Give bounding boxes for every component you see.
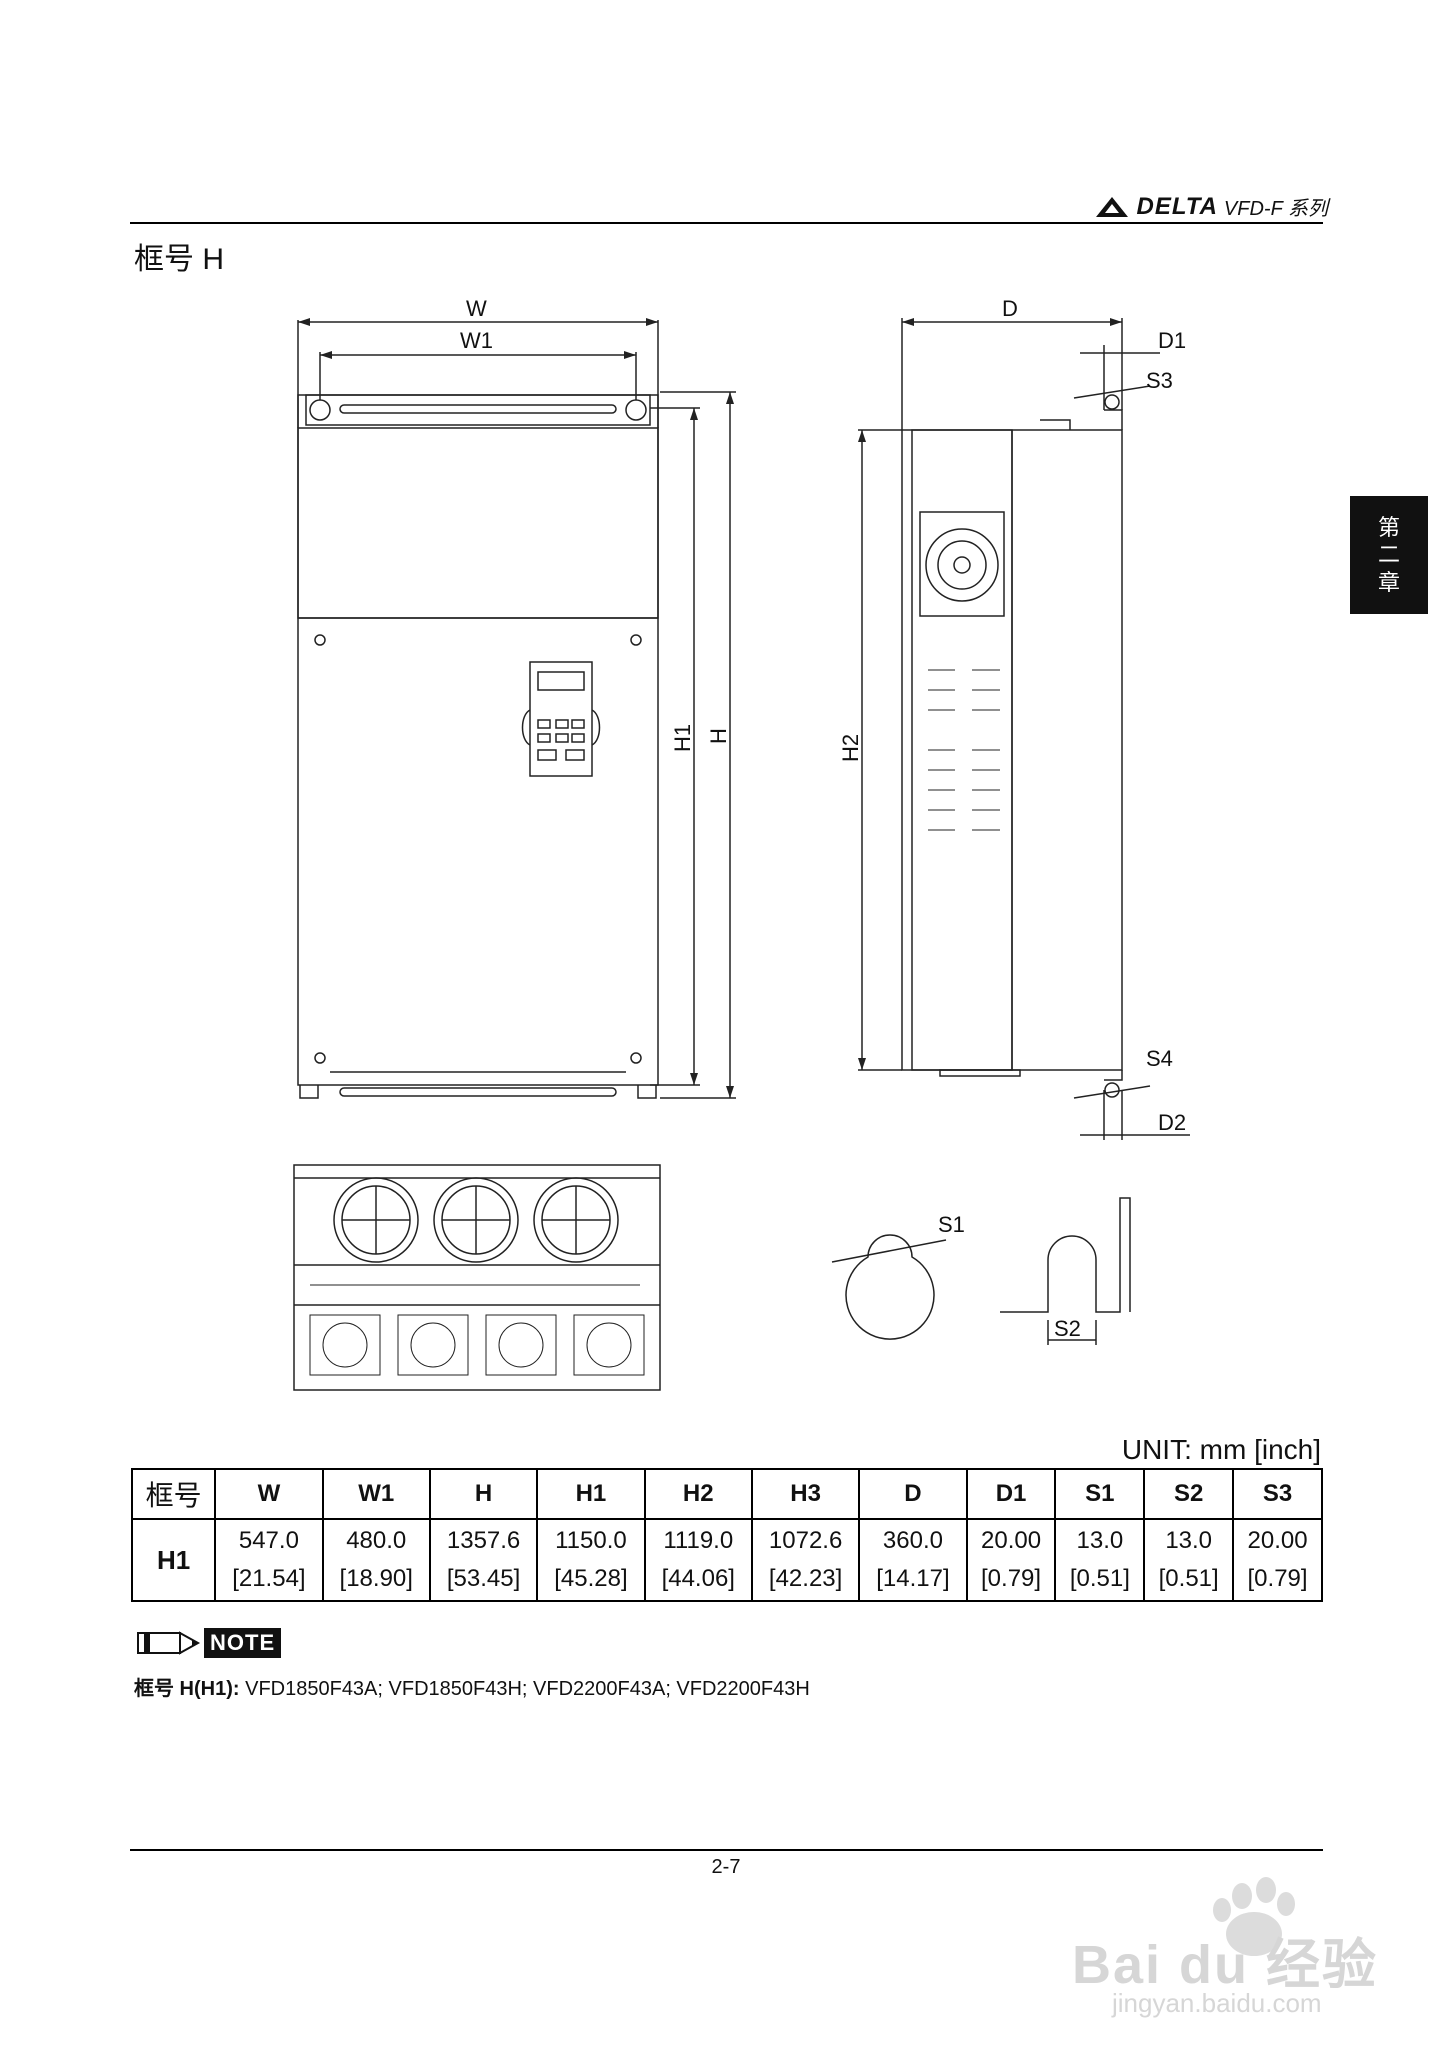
pencil-icon — [137, 1631, 201, 1655]
page-number: 2-7 — [711, 1856, 741, 1878]
value-inch: [0.79] — [1247, 1565, 1308, 1592]
table-cell: 1150.0 [45.28] — [536, 1518, 646, 1602]
value-inch: [53.45] — [446, 1565, 521, 1592]
table-cell: 20.00 [0.79] — [1232, 1518, 1323, 1602]
table-header: H — [428, 1468, 539, 1520]
table-cell: 1357.6 [53.45] — [428, 1518, 539, 1602]
value-inch: [0.51] — [1158, 1565, 1219, 1592]
table-cell: 480.0 [18.90] — [321, 1518, 431, 1602]
value-inch: [0.51] — [1069, 1565, 1130, 1592]
table-header: H3 — [750, 1468, 861, 1520]
value-mm: 1119.0 — [663, 1527, 734, 1554]
chapter-tab[interactable]: 第 二 章 — [1350, 496, 1428, 614]
dim-label-w: W — [466, 296, 487, 321]
side-view — [901, 394, 1123, 1098]
value-mm: 13.0 — [1076, 1527, 1124, 1554]
table-header: D — [858, 1468, 968, 1520]
table-header: S1 — [1054, 1468, 1146, 1520]
value-mm: 480.0 — [346, 1527, 407, 1554]
table-cell: 20.00 [0.79] — [965, 1518, 1057, 1602]
table-header-row: 框号 W W1 H H1 H2 H3 D D1 S1 S2 S3 — [130, 1468, 1323, 1520]
dim-label-h: H — [706, 728, 731, 744]
value-mm: 13.0 — [1165, 1527, 1213, 1554]
value-inch: [0.79] — [981, 1565, 1042, 1592]
table-header: S2 — [1143, 1468, 1235, 1520]
table-cell: 13.0 [0.51] — [1143, 1518, 1235, 1602]
dim-label-w1: W1 — [460, 328, 493, 353]
value-mm: 20.00 — [981, 1527, 1042, 1554]
dim-label-d: D — [1002, 296, 1018, 321]
table-cell: 1072.6 [42.23] — [750, 1518, 861, 1602]
dim-label-h2: H2 — [838, 734, 863, 762]
table-cell: 13.0 [0.51] — [1054, 1518, 1146, 1602]
table-header: 框号 — [130, 1468, 217, 1520]
table-header: H2 — [643, 1468, 753, 1520]
table-cell: 547.0 [21.54] — [214, 1518, 324, 1602]
bottom-view — [293, 1164, 661, 1391]
s2-detail — [1000, 1197, 1131, 1345]
value-inch: [45.28] — [554, 1565, 628, 1592]
value-inch: [21.54] — [232, 1565, 306, 1592]
note-frame-label: 框号 H(H1): — [134, 1678, 240, 1700]
chapter-tab-char: 二 — [1377, 542, 1400, 568]
value-mm: 547.0 — [238, 1527, 299, 1554]
dim-label-s1: S1 — [938, 1212, 965, 1237]
dim-label-d1: D1 — [1158, 328, 1186, 353]
value-mm: 1357.6 — [446, 1527, 521, 1554]
table-header: W — [214, 1468, 324, 1520]
table-header: D1 — [965, 1468, 1057, 1520]
dim-label-h1: H1 — [670, 724, 695, 752]
watermark-url: jingyan.baidu.com — [1112, 1988, 1322, 2018]
table-cell: 1119.0 [44.06] — [643, 1518, 753, 1602]
value-mm: 1072.6 — [768, 1527, 843, 1554]
value-mm: 360.0 — [882, 1527, 943, 1554]
chapter-tab-char: 第 — [1377, 514, 1400, 540]
frame-title: 框号 H — [134, 243, 224, 276]
value-inch: [42.23] — [768, 1565, 843, 1592]
header-rule — [130, 222, 1323, 224]
note-text: 框号 H(H1): VFD1850F43A; VFD1850F43H; VFD2… — [134, 1672, 810, 1701]
dim-label-s3: S3 — [1146, 368, 1173, 393]
dimension-drawing: W W1 H1 H D D1 S3 H2 S4 D2 S1 S2 — [293, 296, 1190, 1391]
chapter-tab-char: 章 — [1377, 569, 1400, 595]
note-badge: NOTE — [136, 1627, 282, 1659]
table-header: H1 — [536, 1468, 646, 1520]
footer-rule — [130, 1849, 1323, 1851]
watermark-brand: Bai du 经验 — [1072, 1935, 1379, 1995]
dim-label-s2: S2 — [1054, 1316, 1081, 1341]
unit-label: UNIT: mm [inch] — [1121, 1434, 1321, 1465]
value-mm: 20.00 — [1247, 1527, 1308, 1554]
value-inch: [18.90] — [339, 1565, 413, 1592]
brand-header: DELTA VFD-F 系列 — [1094, 192, 1328, 221]
delta-triangle-icon — [1096, 196, 1129, 217]
paw-logo-icon — [1213, 1877, 1295, 1956]
brand-name: DELTA — [1136, 192, 1218, 220]
series-label: VFD-F 系列 — [1223, 198, 1328, 220]
note-models: VFD1850F43A; VFD1850F43H; VFD2200F43A; V… — [239, 1678, 810, 1700]
front-view — [297, 394, 659, 1099]
value-inch: [14.17] — [876, 1565, 950, 1592]
dimension-table: 框号 W W1 H H1 H2 H3 D D1 S1 S2 S3 H1 547.… — [130, 1468, 1323, 1602]
table-header: S3 — [1232, 1468, 1323, 1520]
value-inch: [44.06] — [661, 1565, 735, 1592]
keypad-buttons — [537, 719, 585, 761]
baidu-watermark: Bai du 经验 jingyan.baidu.com — [1072, 1860, 1412, 2020]
table-model-cell: H1 — [130, 1518, 217, 1602]
table-header: W1 — [321, 1468, 431, 1520]
value-mm: 1150.0 — [555, 1527, 627, 1554]
dim-label-s4: S4 — [1146, 1046, 1173, 1071]
table-row: H1 547.0 [21.54] 480.0 [18.90] 1357.6 [53.4… — [130, 1518, 1323, 1602]
dim-label-d2: D2 — [1158, 1110, 1186, 1135]
table-cell: 360.0 [14.17] — [858, 1518, 968, 1602]
s1-detail — [831, 1234, 947, 1340]
note-label: NOTE — [204, 1628, 282, 1658]
